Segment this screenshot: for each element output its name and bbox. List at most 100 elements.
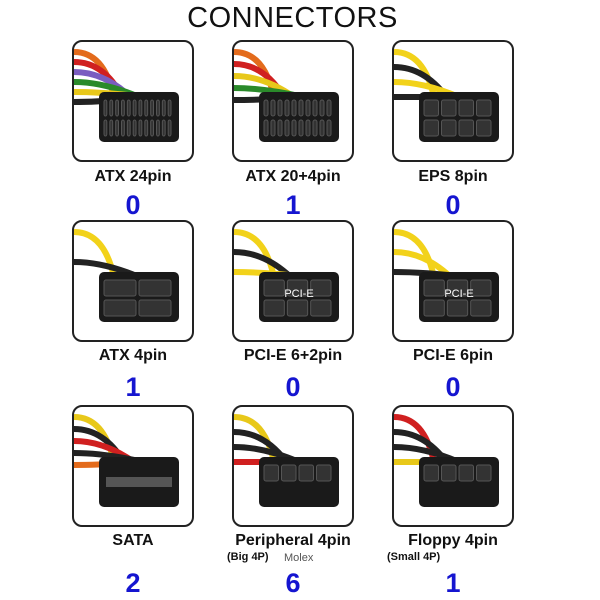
- pin: [115, 99, 120, 117]
- pin: [138, 279, 172, 297]
- housing-text: PCI-E: [444, 288, 473, 300]
- pin: [286, 299, 309, 317]
- connector-count: 0: [445, 190, 461, 220]
- pin: [476, 119, 492, 137]
- pin: [310, 279, 332, 297]
- pin: [161, 119, 166, 137]
- pin: [305, 99, 311, 117]
- pin: [167, 119, 172, 137]
- pin: [167, 99, 172, 117]
- pin: [126, 119, 131, 137]
- connector-alias: Molex: [284, 552, 314, 564]
- pin: [470, 279, 492, 297]
- connector-count: 1: [125, 372, 141, 402]
- pin: [106, 477, 172, 487]
- pin: [263, 279, 285, 297]
- wire: [74, 229, 117, 278]
- pin: [458, 464, 474, 482]
- pin: [284, 119, 290, 137]
- pin: [458, 99, 474, 117]
- pin: [121, 99, 125, 117]
- connector-label: ATX 4pin: [98, 347, 168, 364]
- pin: [109, 119, 114, 137]
- pin: [156, 119, 160, 137]
- pin: [103, 299, 137, 317]
- pin: [446, 279, 469, 297]
- pin: [319, 119, 325, 137]
- pin: [109, 99, 114, 117]
- pin: [326, 99, 332, 117]
- connector-image: PCI-E: [232, 220, 354, 342]
- page-title: CONNECTORS: [187, 2, 398, 34]
- connector-image: [72, 220, 194, 342]
- pin: [312, 119, 318, 137]
- pin: [319, 99, 325, 117]
- pin: [150, 119, 154, 137]
- connector-label: Floppy 4pin: [408, 532, 498, 549]
- connector-count: 2: [125, 568, 141, 598]
- pin: [298, 99, 304, 117]
- pin: [298, 119, 304, 137]
- connector-label: EPS 8pin: [418, 168, 488, 185]
- connector-label: PCI-E 6+2pin: [243, 347, 343, 364]
- pin: [326, 119, 332, 137]
- wire: [234, 229, 277, 278]
- connector-image: PCI-E: [392, 220, 514, 342]
- pin: [126, 99, 131, 117]
- pin: [115, 119, 120, 137]
- pin: [310, 299, 332, 317]
- pin: [316, 464, 332, 482]
- pin: [423, 99, 439, 117]
- pin: [138, 99, 143, 117]
- connector-count: 1: [285, 190, 301, 220]
- pin: [441, 119, 457, 137]
- connector-label: PCI-E 6pin: [412, 347, 493, 364]
- pin: [446, 299, 469, 317]
- housing-text: PCI-E: [284, 288, 313, 300]
- pin: [132, 99, 137, 117]
- pin: [284, 99, 290, 117]
- connector-count: 1: [445, 568, 461, 598]
- connector-image: [392, 40, 514, 162]
- pin: [144, 99, 149, 117]
- pin: [263, 99, 269, 117]
- connector-count: 0: [445, 372, 461, 402]
- wire: [234, 414, 277, 463]
- pin: [103, 119, 108, 137]
- pin: [161, 99, 166, 117]
- pin: [103, 99, 108, 117]
- connector-label: ATX 20+4pin: [245, 168, 341, 185]
- connector-count: 0: [125, 190, 141, 220]
- connector-image: [232, 40, 354, 162]
- connector-image: [72, 40, 194, 162]
- pin: [423, 464, 439, 482]
- connector-image: [392, 405, 514, 527]
- pin: [103, 279, 137, 297]
- connector-sublabel: (Big 4P): [227, 551, 269, 563]
- wire: [394, 49, 437, 98]
- connector-sublabel: (Small 4P): [387, 551, 441, 563]
- pin: [263, 464, 279, 482]
- pin: [270, 119, 276, 137]
- pin: [291, 119, 297, 137]
- connector-label: ATX 24pin: [94, 168, 172, 185]
- pin: [476, 99, 492, 117]
- pin: [138, 299, 172, 317]
- connector-count: 6: [285, 568, 301, 598]
- connector-count: 0: [285, 372, 301, 402]
- wire: [394, 229, 437, 278]
- connector-image: [232, 405, 354, 527]
- pin: [441, 464, 457, 482]
- wire: [394, 414, 437, 463]
- pin: [138, 119, 143, 137]
- pin: [441, 99, 457, 117]
- pin: [263, 119, 269, 137]
- pin: [476, 464, 492, 482]
- pin: [470, 299, 492, 317]
- pin: [305, 119, 311, 137]
- pin: [270, 99, 276, 117]
- pin: [286, 279, 309, 297]
- pin: [281, 464, 297, 482]
- pin: [144, 119, 149, 137]
